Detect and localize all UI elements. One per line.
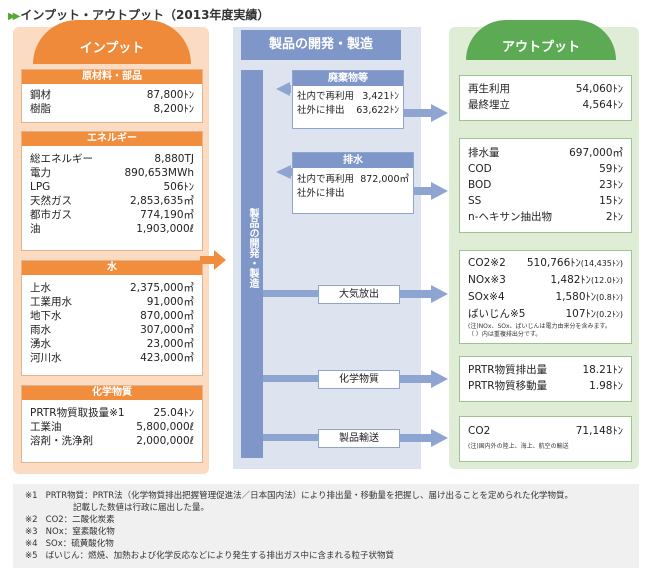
waste-title: 廃棄物等: [293, 71, 403, 86]
group-title: エネルギー: [22, 132, 202, 146]
air-note-2: （ ）内は重複排出分です。: [468, 331, 542, 338]
chemical-label: 化学物質: [318, 370, 400, 389]
footnote-1b: 記載した数値は行政に届出した量。: [73, 503, 210, 513]
input-to-process-arrow: [200, 250, 226, 270]
process-header: 製品の開発・製造: [241, 30, 401, 60]
footnote-5: ※5 ばいじん：燃焼、加熱および化学反応などにより発生する排出ガス中に含まれる粒…: [25, 551, 394, 561]
output-header: アウトプット: [501, 40, 580, 55]
group-title: 水: [22, 261, 202, 275]
output-header-shape: [466, 20, 616, 60]
footnotes: ※1 PRTR物質：PRTR法（化学物質排出把握管理促進法／日本国内法）により排…: [13, 484, 639, 568]
air-emission-label: 大気放出: [318, 285, 400, 304]
page-title: ▶▶インプット・アウトプット（2013年度実績）: [8, 8, 270, 22]
footnote-4: ※4 SOx：硫黄酸化物: [25, 539, 114, 549]
input-header: インプット: [79, 41, 145, 56]
transport-note: (注)国内外の陸上、海上、航空の輸送: [468, 443, 569, 450]
transport-label: 製品輸送: [318, 429, 400, 448]
process-spine: [241, 70, 263, 458]
process-spine-label: 製品の開発・製造: [247, 208, 258, 288]
input-header-shape: [33, 20, 191, 64]
double-arrow-icon: ▶▶: [8, 11, 21, 22]
footnote-3: ※3 NOx：窒素酸化物: [25, 527, 115, 537]
wastewater-title: 排水: [293, 153, 413, 168]
footnote-1: ※1 PRTR物質：PRTR法（化学物質排出把握管理促進法／日本国内法）により排…: [25, 491, 573, 501]
group-title: 化学物質: [22, 386, 202, 400]
group-title: 原材料・部品: [22, 70, 202, 84]
list-item: 社外に排出: [297, 188, 345, 199]
air-note: (注)NOx、SOx、ばいじんは電力由来分を含みます。: [468, 323, 611, 330]
footnote-2: ※2 CO2：二酸化炭素: [25, 515, 115, 525]
